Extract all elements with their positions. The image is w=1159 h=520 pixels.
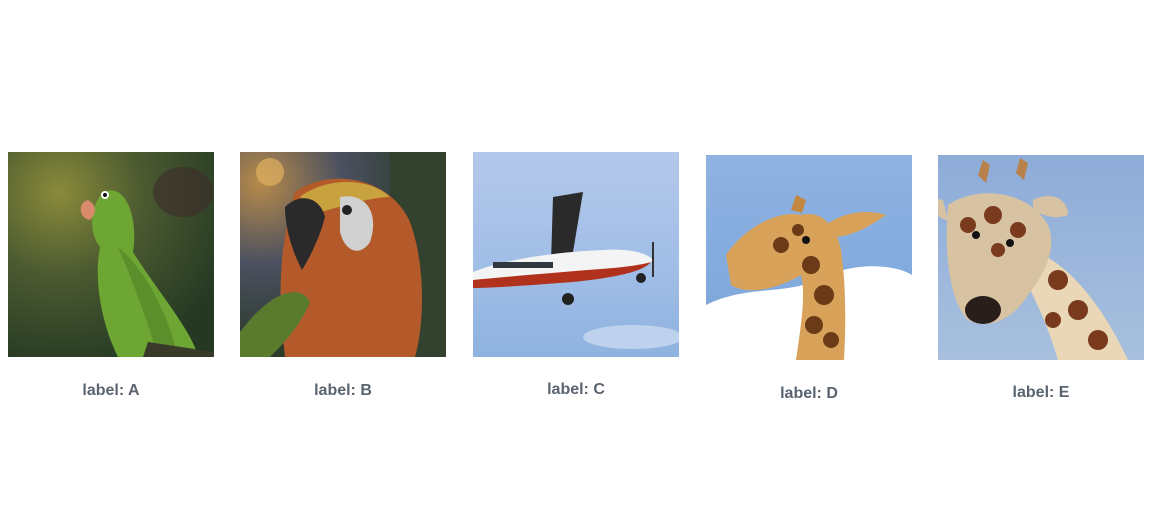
image-card-e: label: E <box>938 155 1144 401</box>
card-label: label: A <box>82 382 140 399</box>
image-card-b: label: B <box>240 152 446 399</box>
giraffe-image <box>706 155 912 360</box>
card-label: label: D <box>780 385 838 402</box>
image-card-a: label: A <box>8 152 214 399</box>
giraffe-closeup-image <box>938 155 1144 360</box>
card-label: label: C <box>547 381 605 398</box>
airplane-image <box>473 152 679 357</box>
green-parrot-image <box>8 152 214 357</box>
card-label: label: B <box>314 382 372 399</box>
image-card-c: label: C <box>473 152 679 398</box>
macaw-image <box>240 152 446 357</box>
card-label: label: E <box>1012 384 1070 401</box>
image-card-d: label: D <box>706 155 912 402</box>
